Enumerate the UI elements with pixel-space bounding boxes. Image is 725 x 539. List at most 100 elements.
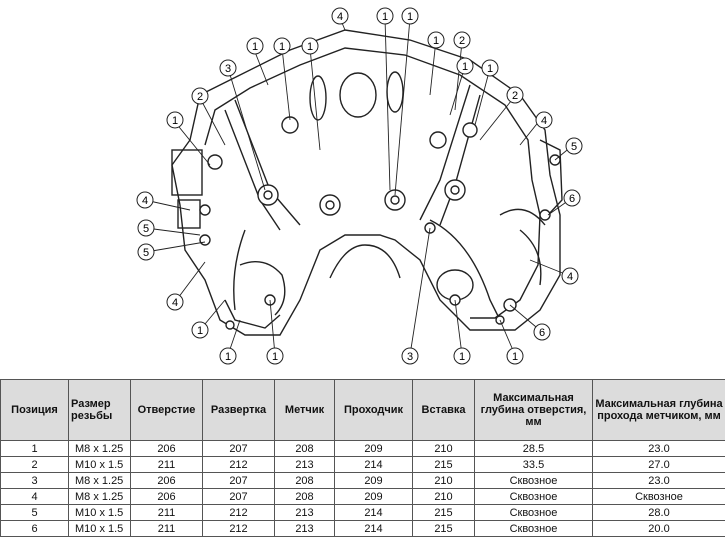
callout-label: 2 [512, 90, 518, 102]
callout-label: 1 [407, 11, 413, 23]
header-chaser: Проходчик [334, 379, 413, 441]
cell-position: 2 [0, 456, 69, 473]
engine-block-diagram: 4 1 1 1 1 1 1 1 2 2 3 2 1 1 1 4 5 5 4 5 … [0, 0, 583, 365]
cell-max-hole-depth: 28.5 [474, 440, 593, 457]
cell-chaser: 214 [334, 456, 413, 473]
callout: 1 [376, 7, 394, 25]
table-header-row: Позиция Размер резьбы Отверстие Развертк… [0, 379, 725, 441]
callout: 5 [137, 219, 155, 237]
header-insert: Вставка [412, 379, 475, 441]
cell-reamer: 207 [202, 488, 275, 505]
callout-label: 4 [172, 297, 178, 309]
cell-reamer: 207 [202, 472, 275, 489]
cell-insert: 210 [412, 488, 475, 505]
callout: 4 [331, 7, 349, 25]
callout: 1 [246, 37, 264, 55]
callout: 1 [191, 321, 209, 339]
callout: 1 [481, 59, 499, 77]
cell-max-hole-depth: 33.5 [474, 456, 593, 473]
callout: 1 [401, 7, 419, 25]
cell-insert: 210 [412, 440, 475, 457]
callout: 4 [561, 267, 579, 285]
cell-max-hole-depth: Сквозное [474, 472, 593, 489]
cell-hole: 211 [130, 520, 203, 537]
header-reamer: Развертка [202, 379, 275, 441]
cell-position: 4 [0, 488, 69, 505]
callout: 2 [453, 31, 471, 49]
callout: 3 [401, 347, 419, 365]
cell-max-tap-depth: 28.0 [592, 504, 725, 521]
callout-label: 1 [279, 41, 285, 53]
cell-hole: 206 [130, 440, 203, 457]
header-hole: Отверстие [130, 379, 203, 441]
cell-position: 5 [0, 504, 69, 521]
callout: 4 [166, 293, 184, 311]
header-max-tap-depth: Максимальная глубина прохода метчиком, м… [592, 379, 725, 441]
cell-thread-size: M8 x 1.25 [68, 488, 131, 505]
callout-label: 1 [433, 35, 439, 47]
callout-label: 3 [407, 351, 413, 363]
thread-specs-table: Позиция Размер резьбы Отверстие Развертк… [0, 379, 725, 537]
cell-tap: 208 [274, 472, 335, 489]
callout: 6 [533, 323, 551, 341]
callout-label: 1 [487, 63, 493, 75]
callout-label: 6 [569, 193, 575, 205]
callout: 5 [565, 137, 583, 155]
callout: 1 [427, 31, 445, 49]
cell-max-tap-depth: 23.0 [592, 440, 725, 457]
callout: 1 [0, 0, 6, 3]
cell-tap: 208 [274, 488, 335, 505]
cell-chaser: 209 [334, 472, 413, 489]
cell-tap: 208 [274, 440, 335, 457]
cell-chaser: 209 [334, 440, 413, 457]
callout-label: 1 [172, 115, 178, 127]
callout: 1 [166, 111, 184, 129]
callout-label: 5 [571, 141, 577, 153]
callout-label: 5 [143, 247, 149, 259]
cell-position: 3 [0, 472, 69, 489]
cell-chaser: 214 [334, 520, 413, 537]
cell-reamer: 207 [202, 440, 275, 457]
callout: 1 [453, 347, 471, 365]
callout: 1 [219, 347, 237, 365]
callout: 5 [137, 243, 155, 261]
cell-thread-size: M10 x 1.5 [68, 504, 131, 521]
callout-label: 6 [539, 327, 545, 339]
callout-label: 1 [197, 325, 203, 337]
cell-max-tap-depth: Сквозное [592, 488, 725, 505]
cell-reamer: 212 [202, 456, 275, 473]
callout-label: 1 [225, 351, 231, 363]
callout-label: 2 [459, 35, 465, 47]
cell-thread-size: M8 x 1.25 [68, 440, 131, 457]
callout: 2 [191, 87, 209, 105]
cell-max-hole-depth: Сквозное [474, 504, 593, 521]
cell-max-tap-depth: 20.0 [592, 520, 725, 537]
engine-block-drawing: 4 1 1 1 1 1 1 1 2 2 3 2 1 1 1 4 5 5 4 5 … [0, 0, 583, 365]
cell-max-hole-depth: Сквозное [474, 488, 593, 505]
callout: 1 [301, 37, 319, 55]
cell-max-hole-depth: Сквозное [474, 520, 593, 537]
callout-label: 1 [382, 11, 388, 23]
callout-label: 3 [225, 63, 231, 75]
callout-label: 1 [462, 61, 468, 73]
callout: 2 [506, 86, 524, 104]
header-thread-size: Размер резьбы [68, 379, 131, 441]
callout: 4 [535, 111, 553, 129]
cell-thread-size: M10 x 1.5 [68, 456, 131, 473]
callout: 6 [563, 189, 581, 207]
callout-label: 4 [567, 271, 573, 283]
cell-position: 1 [0, 440, 69, 457]
callout-label: 1 [272, 351, 278, 363]
thread-specs-table-wrap: Позиция Размер резьбы Отверстие Развертк… [0, 379, 725, 539]
cell-reamer: 212 [202, 504, 275, 521]
callout: 1 [273, 37, 291, 55]
callout-label: 1 [512, 351, 518, 363]
callout: 3 [219, 59, 237, 77]
cell-insert: 215 [412, 456, 475, 473]
cell-chaser: 209 [334, 488, 413, 505]
callout: 1 [456, 57, 474, 75]
